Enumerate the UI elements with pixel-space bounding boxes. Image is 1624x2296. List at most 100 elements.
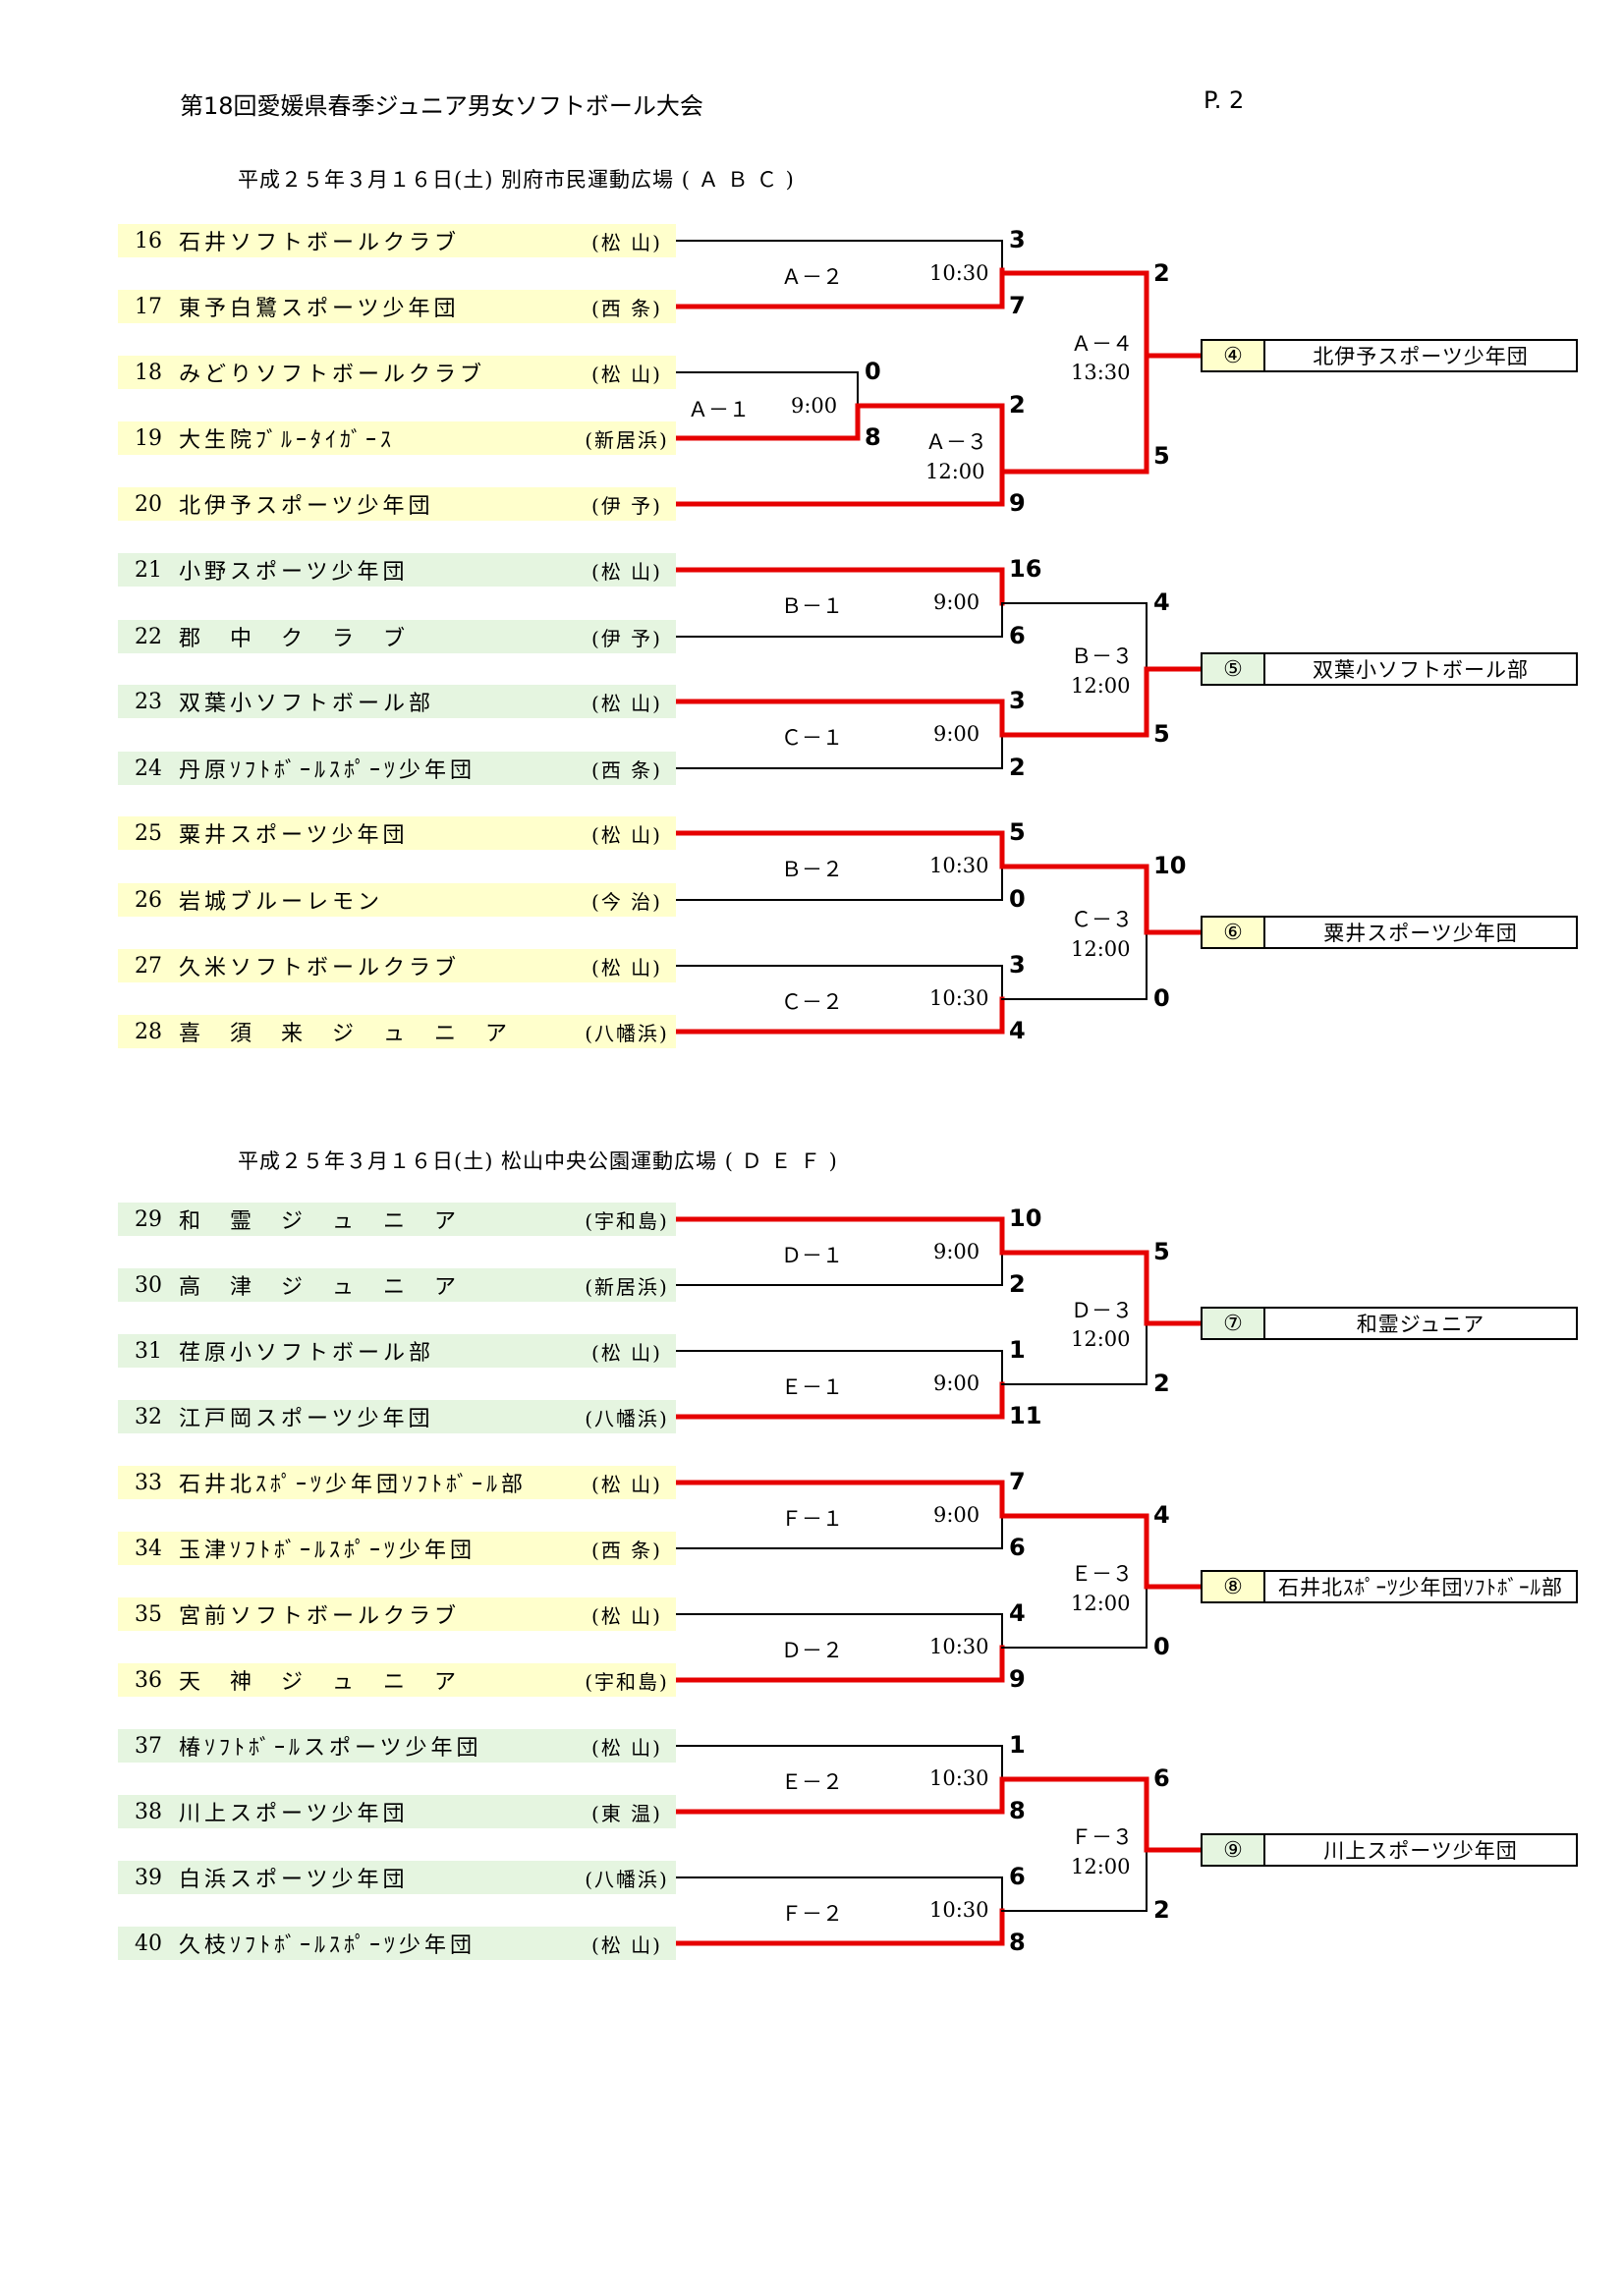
line-a3-top [855,403,1005,475]
score: 2 [1153,259,1170,287]
line-e2-bottom [673,1776,1005,1815]
match-label: Ｆ－１ [781,1507,843,1531]
team-name: 双葉小ソフトボール部 [179,692,435,716]
match-time: 12:00 [1071,1327,1131,1351]
line-c2-top [675,965,1003,1000]
score: 8 [1009,1797,1026,1824]
team-city: (新居浜) [585,427,669,452]
team-city: (松 山) [591,559,662,584]
winner-rank: ⑥ [1203,918,1265,947]
line-f1-top [673,1480,1005,1519]
line-a2-bottom [673,267,1005,309]
match-label: Ｄ－２ [781,1639,843,1662]
team-name: 椿ｿﾌﾄﾎﾞｰﾙスポーツ少年団 [179,1736,482,1761]
team-city: (松 山) [591,1472,662,1496]
team-city: (西 条) [591,757,662,782]
match-label: Ｅ－１ [781,1375,843,1399]
match-label: Ｄ－３ [1071,1299,1133,1322]
score: 6 [1009,1534,1026,1561]
match-time: 10:30 [929,1898,989,1922]
team-number: 30 [135,1272,162,1298]
team-row: 25 粟井スポーツ少年団 (松 山) [118,816,676,850]
team-city: (東 温) [591,1801,662,1825]
match-time: 9:00 [933,1372,980,1395]
score: 6 [1009,1863,1026,1890]
score: 4 [1153,588,1170,616]
score: 2 [1009,1270,1026,1298]
team-city: (八幡浜) [585,1867,669,1891]
match-time: 13:30 [1071,361,1131,384]
winner-rank: ④ [1203,341,1265,370]
match-label: Ａ－３ [925,430,987,454]
team-name: 丹原ｿﾌﾄﾎﾞｰﾙｽﾎﾟｰﾂ少年団 [179,758,476,783]
team-name: 久枝ｿﾌﾄﾎﾞｰﾙｽﾎﾟｰﾂ少年団 [179,1933,476,1958]
score: 9 [1009,489,1026,517]
line-b2-top [673,830,1005,869]
team-name: 天 神 ジ ュ ニ ア [179,1670,461,1695]
match-time: 10:30 [929,261,989,285]
winner-rank: ⑦ [1203,1309,1265,1338]
winner-name: 石井北ｽﾎﾟｰﾂ少年団ｿﾌﾄﾎﾞｰﾙ部 [1278,1576,1563,1599]
team-number: 25 [135,820,162,846]
team-number: 18 [135,360,162,385]
match-time: 12:00 [1071,1592,1131,1615]
line-a2-top [675,240,1003,271]
line-d2-bottom [673,1645,1005,1683]
winner-box: ④ 北伊予スポーツ少年団 [1201,339,1578,372]
score: 11 [1009,1402,1042,1429]
match-label: Ｃ－３ [1071,908,1133,931]
match-time: 10:30 [929,986,989,1010]
line-c1-top [673,699,1005,738]
team-name: 江戸岡スポーツ少年団 [179,1407,434,1431]
line-f3-bottom [1001,1849,1148,1912]
score: 8 [1009,1929,1026,1956]
winner-name: 双葉小ソフトボール部 [1313,658,1529,682]
team-city: (松 山) [591,822,662,847]
winner-box: ⑦ 和霊ジュニア [1201,1307,1578,1340]
score: 8 [865,423,881,451]
team-city: (松 山) [591,1932,662,1957]
team-city: (松 山) [591,1340,662,1365]
match-label: Ａ－１ [688,398,750,421]
line-f3-top [999,1776,1149,1853]
team-number: 24 [135,756,162,781]
match-label: Ｄ－１ [781,1244,843,1267]
line-f1-bottom [675,1515,1003,1549]
match-label: Ｂ－３ [1071,644,1133,668]
team-city: (松 山) [591,955,662,980]
team-number: 33 [135,1470,162,1495]
line-a1-top [675,371,859,407]
line-b1-bottom [675,602,1003,638]
line-b3-top [1001,602,1148,670]
session-heading-abc: 平成２５年３月１６日(土) 別府市民運動広場 ( Ａ Ｂ Ｃ ) [238,168,795,192]
team-name: 荏原小ソフトボール部 [179,1341,435,1366]
line-d3-bottom [1001,1322,1148,1385]
score: 3 [1009,687,1026,714]
session-heading-def: 平成２５年３月１６日(土) 松山中央公園運動広場 ( Ｄ Ｅ Ｆ ) [238,1149,838,1173]
match-label: Ａ－２ [781,265,843,289]
team-number: 35 [135,1601,162,1627]
score: 3 [1009,951,1026,979]
team-city: (松 山) [591,1735,662,1760]
score: 3 [1009,226,1026,253]
line-f2-bottom [673,1908,1005,1946]
line-b2-bottom [675,866,1003,901]
match-label: Ｃ－１ [781,726,843,750]
page-number: P. 2 [1204,86,1245,114]
match-time: 9:00 [791,394,838,418]
winner-rank: ⑤ [1203,654,1265,684]
team-name: 粟井スポーツ少年団 [179,823,409,848]
team-name: 北伊予スポーツ少年団 [179,494,434,519]
line-c3-top [999,864,1149,935]
